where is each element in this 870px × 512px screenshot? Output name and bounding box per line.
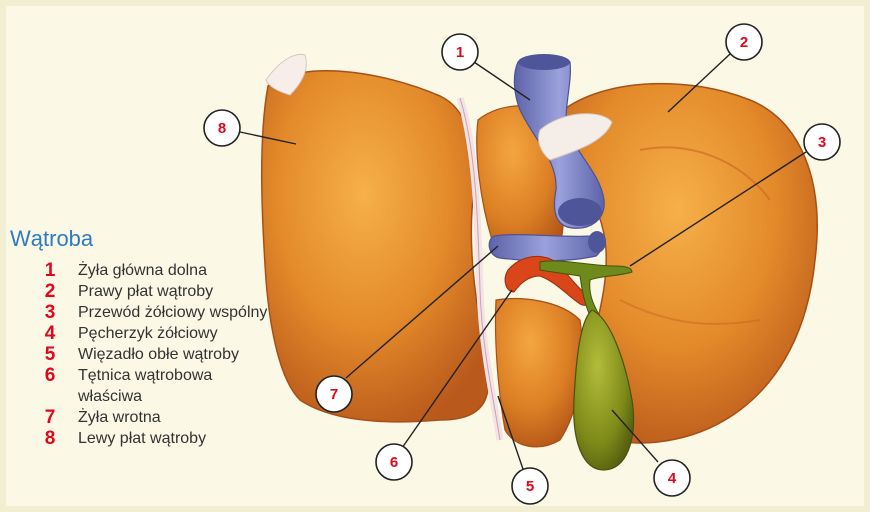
legend-label: Przewód żółciowy wspólny xyxy=(78,302,278,323)
legend-item: 4 Pęcherzyk żółciowy xyxy=(40,323,278,344)
legend-label: Żyła wrotna xyxy=(78,407,278,428)
legend-label: Lewy płat wątroby xyxy=(78,428,278,449)
legend-item: 1 Żyła główna dolna xyxy=(40,260,278,281)
legend-item: 5 Więzadło obłe wątroby xyxy=(40,344,278,365)
legend-number: 6 xyxy=(40,365,60,386)
callout-3: 3 xyxy=(804,124,840,160)
legend-number: 1 xyxy=(40,260,60,281)
legend-number: 4 xyxy=(40,323,60,344)
legend-label: Pęcherzyk żółciowy xyxy=(78,323,278,344)
legend-item: 8 Lewy płat wątroby xyxy=(40,428,278,449)
left-lobe xyxy=(262,71,488,422)
legend-label: Prawy płat wątroby xyxy=(78,281,278,302)
legend-item: 2 Prawy płat wątroby xyxy=(40,281,278,302)
callout-7-label: 7 xyxy=(330,386,338,403)
legend-item: 7 Żyła wrotna xyxy=(40,407,278,428)
callout-6: 6 xyxy=(376,444,412,480)
legend-number: 2 xyxy=(40,281,60,302)
legend-number: 8 xyxy=(40,428,60,449)
callout-7: 7 xyxy=(316,376,352,412)
callout-6-label: 6 xyxy=(390,454,398,471)
legend-number: 7 xyxy=(40,407,60,428)
callout-5-label: 5 xyxy=(526,478,534,495)
callout-1: 1 xyxy=(442,34,478,70)
callout-3-label: 3 xyxy=(818,134,826,151)
callout-5: 5 xyxy=(512,468,548,504)
legend-item: 6 Tętnica wątrobowa właściwa xyxy=(40,365,278,407)
legend-item: 3 Przewód żółciowy wspólny xyxy=(40,302,278,323)
portal-vein xyxy=(489,235,601,261)
legend-label: Tętnica wątrobowa właściwa xyxy=(78,365,258,407)
callout-8: 8 xyxy=(204,110,240,146)
legend: 1 Żyła główna dolna 2 Prawy płat wątroby 3… xyxy=(40,260,278,449)
callout-2: 2 xyxy=(726,24,762,60)
callout-2-label: 2 xyxy=(740,34,748,51)
legend-number: 5 xyxy=(40,344,60,365)
callout-8-label: 8 xyxy=(218,120,226,137)
diagram-title: Wątroba xyxy=(10,226,93,252)
legend-number: 3 xyxy=(40,302,60,323)
callout-4-label: 4 xyxy=(668,470,677,487)
callout-4: 4 xyxy=(654,460,690,496)
legend-label: Więzadło obłe wątroby xyxy=(78,344,278,365)
callout-1-label: 1 xyxy=(456,44,464,61)
legend-label: Żyła główna dolna xyxy=(78,260,278,281)
